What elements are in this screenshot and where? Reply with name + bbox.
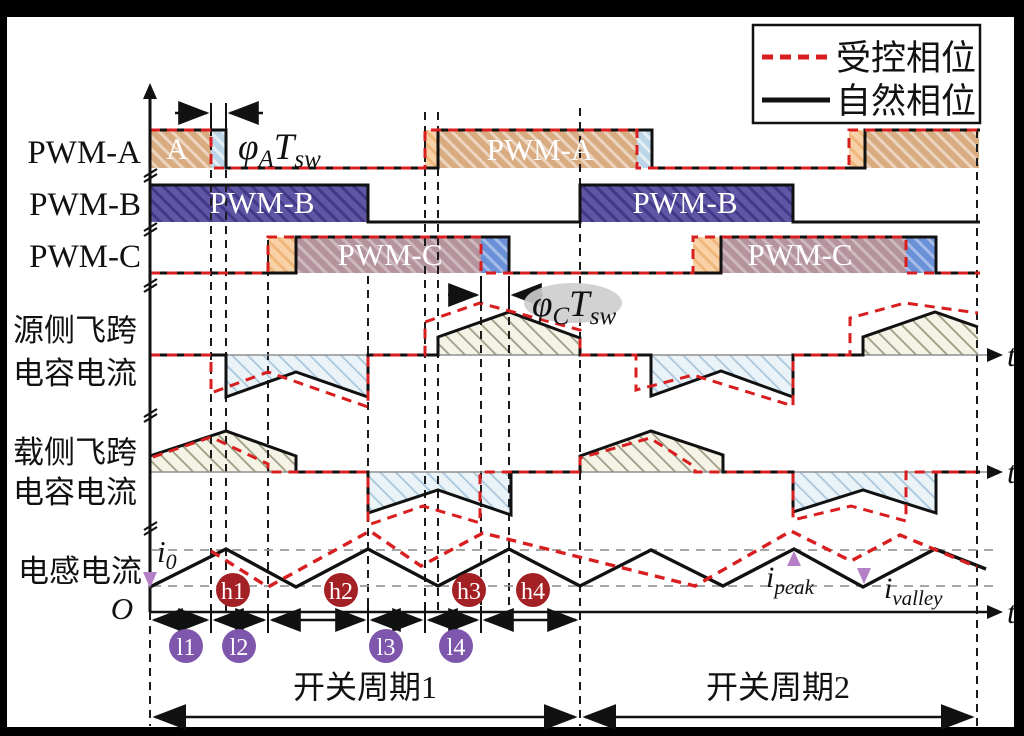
pwm-b-pulse2-label: PWM-B: [632, 185, 737, 220]
label-pwm-a: PWM-A: [27, 135, 141, 171]
load-cap-natural: [148, 429, 980, 518]
legend-natural-label: 自然相位: [836, 82, 976, 121]
h2-label: h2: [329, 579, 353, 605]
ivalley-label: ivalley: [884, 572, 943, 610]
t-label-load: t: [1007, 454, 1017, 490]
inductor-annotations: i0 ipeak ivalley: [143, 534, 943, 610]
h1-label: h1: [221, 579, 245, 605]
pwm-a-pulse1-label: A: [166, 133, 188, 166]
label-load-cap-1: 载侧飞跨: [13, 435, 137, 470]
ipeak-label: ipeak: [766, 561, 815, 599]
pwm-c-controlled: [150, 235, 980, 275]
pwm-b-pulse1-label: PWM-B: [209, 185, 314, 220]
axis-labels: t t t: [1007, 337, 1017, 630]
l4-label: l4: [447, 635, 466, 661]
load-cap-controlled: [148, 435, 977, 528]
signal-axis: [143, 83, 158, 612]
phi-c-highlight-ellipse: [524, 283, 622, 323]
label-source-cap-2: 电容电流: [13, 356, 137, 391]
pwm-a-pulse2-label: PWM-A: [487, 132, 594, 167]
l2-label: l2: [230, 635, 249, 661]
pwm-c-pulse2-label: PWM-C: [747, 237, 852, 272]
h3-label: h3: [457, 579, 481, 605]
period1-label: 开关周期1: [293, 669, 437, 705]
l-markers: l1 l2 l3 l4: [169, 629, 473, 663]
phi-c-label: φCTsw: [532, 284, 616, 330]
t-label-inductor: t: [1007, 594, 1017, 630]
label-pwm-c: PWM-C: [29, 239, 141, 275]
row-labels: PWM-A PWM-B PWM-C 源侧飞跨 电容电流 载侧飞跨 电容电流 电感…: [13, 135, 142, 626]
l1-label: l1: [177, 635, 196, 661]
i0-label: i0: [157, 534, 177, 574]
period2-label: 开关周期2: [706, 669, 850, 705]
pwm-b-natural: [150, 183, 980, 224]
ipeak-marker: [787, 551, 801, 566]
h-markers: h1 h2 h3 h4: [216, 573, 550, 607]
interval-ticks: [210, 606, 482, 633]
label-origin: O: [111, 591, 133, 626]
label-inductor: 电感电流: [18, 554, 142, 589]
i0-marker: [143, 572, 157, 588]
controlled-phase-traces: [148, 128, 980, 589]
l3-label: l3: [377, 635, 396, 661]
pwm-a-natural: [150, 128, 980, 170]
source-cap-controlled: [150, 301, 979, 410]
legend: 受控相位 自然相位: [751, 23, 982, 125]
interval-row: l1 l2 l3 l4: [151, 606, 579, 663]
pwm-c-pulse1-label: PWM-C: [337, 237, 442, 272]
h4-label: h4: [521, 579, 545, 605]
label-pwm-b: PWM-B: [29, 187, 141, 223]
pulse-labels: A PWM-A PWM-B PWM-B PWM-C PWM-C: [166, 132, 852, 272]
pwm-a-fills: [150, 130, 979, 168]
t-label-source: t: [1007, 337, 1017, 373]
label-load-cap-2: 电容电流: [13, 475, 137, 510]
period-annotations: 开关周期1 开关周期2: [152, 669, 975, 730]
ivalley-marker: [857, 568, 871, 584]
pwm-b-fills: [150, 185, 793, 222]
axis-break-marks: [143, 168, 158, 536]
phi-c-annotation: φCTsw: [448, 276, 622, 330]
legend-controlled-label: 受控相位: [836, 39, 976, 78]
phi-a-annotation: φATsw: [175, 101, 321, 173]
inductor-natural: [149, 547, 987, 589]
inductor-controlled: [210, 529, 978, 589]
label-source-cap-1: 源侧飞跨: [13, 313, 137, 348]
pwm-c-fills: [268, 237, 936, 273]
phi-a-label: φATsw: [238, 127, 321, 173]
